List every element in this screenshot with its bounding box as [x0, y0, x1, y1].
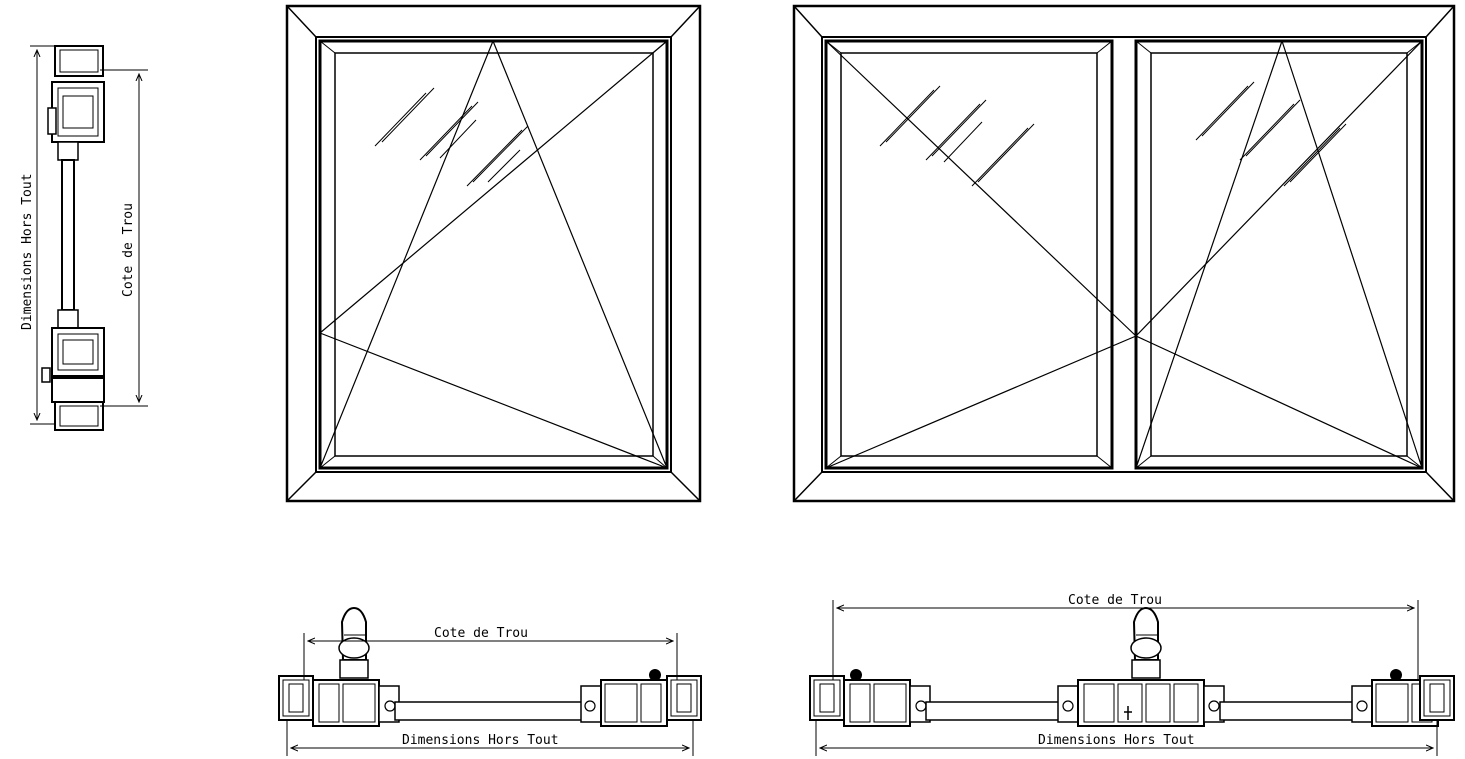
double-leaf-horizontal-section: Cote de Trou Dimensions Hors Tout [809, 593, 1455, 756]
vertical-dimensions-hors-tout-label: Dimensions Hors Tout [20, 173, 35, 330]
double-section-dimensions-hors-tout-label: Dimensions Hors Tout [1038, 733, 1195, 748]
single-section-cote-de-trou-label: Cote de Trou [434, 626, 528, 641]
single-leaf-horizontal-section: Cote de Trou Dimensions Hors Tout [278, 606, 702, 756]
single-leaf-window-elevation [285, 4, 702, 503]
double-leaf-window-elevation [792, 4, 1456, 503]
vertical-section: Dimensions Hors Tout Cote de Trou [20, 45, 148, 431]
double-section-cote-de-trou-label: Cote de Trou [1068, 593, 1162, 608]
vertical-cote-de-trou-label: Cote de Trou [121, 203, 136, 297]
single-section-dimensions-hors-tout-label: Dimensions Hors Tout [402, 733, 559, 748]
